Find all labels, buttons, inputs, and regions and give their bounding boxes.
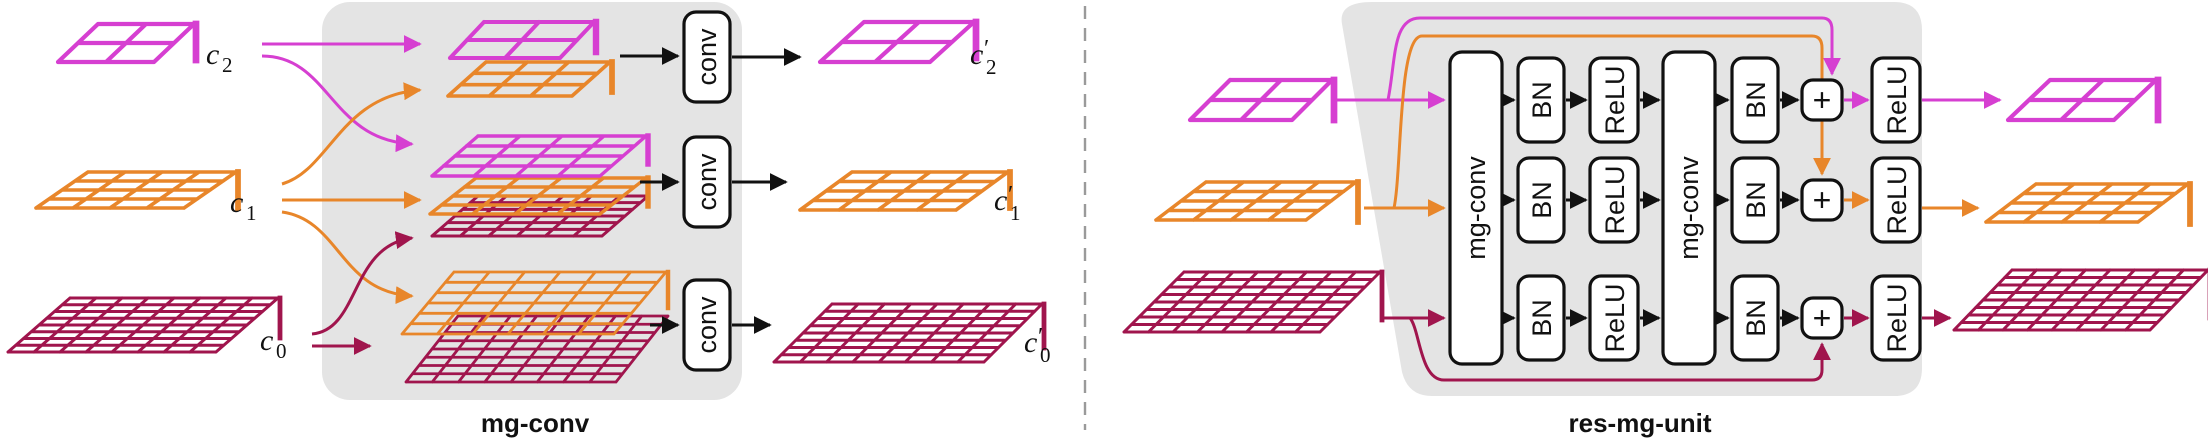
add-node-level2: + — [1800, 78, 1844, 122]
stack-mid-c0 — [430, 194, 650, 238]
svg-text:mg-conv: mg-conv — [1674, 156, 1704, 260]
mg-conv-box-first: mg-conv — [1448, 50, 1504, 366]
res-output-grid-c0 — [1952, 267, 2208, 332]
svg-text:2: 2 — [222, 53, 233, 77]
stack-mid-c2 — [430, 133, 651, 178]
relu-box-first-level2: ReLU — [1588, 56, 1640, 144]
arrow-c1-to-top — [281, 82, 422, 186]
svg-text:ReLU: ReLU — [1882, 165, 1912, 234]
output-label-c0-prime: c ′ 0 — [1024, 324, 1051, 367]
svg-text:BN: BN — [1741, 81, 1771, 119]
svg-text:1: 1 — [246, 201, 257, 225]
res-input-grid-c2 — [1187, 76, 1338, 124]
input-grid-c0 — [6, 295, 283, 354]
bn-box-first-level1: BN — [1516, 156, 1566, 244]
svg-text:′: ′ — [984, 36, 989, 62]
svg-text:ReLU: ReLU — [1882, 65, 1912, 134]
add-node-level1: + — [1800, 178, 1844, 222]
svg-text:ReLU: ReLU — [1600, 283, 1630, 352]
input-grid-c2 — [55, 20, 200, 65]
output-label-c1-prime: c ′ 1 — [994, 182, 1021, 225]
svg-text:c: c — [1024, 326, 1037, 359]
res-mg-unit-caption: res-mg-unit — [1569, 408, 1712, 438]
bn-box-first-level2: BN — [1516, 56, 1566, 144]
mg-conv-box-second: mg-conv — [1661, 50, 1717, 366]
input-label-c1: c 1 — [230, 186, 257, 225]
conv-box-level0: conv — [682, 278, 732, 372]
svg-text:+: + — [1813, 182, 1832, 218]
bn-box-second-level1: BN — [1730, 156, 1780, 244]
stack-bot-c1 — [400, 269, 671, 336]
skip-c1 — [1392, 34, 1831, 209]
svg-text:conv: conv — [692, 153, 722, 211]
bn-box-second-level0: BN — [1730, 274, 1780, 362]
svg-text:c: c — [994, 184, 1007, 217]
svg-text:conv: conv — [692, 28, 722, 86]
bn-box-second-level2: BN — [1730, 56, 1780, 144]
conv-box-level1: conv — [682, 135, 732, 229]
svg-text:0: 0 — [1040, 343, 1051, 367]
add-node-level0: + — [1800, 296, 1844, 340]
input-label-c2: c 2 — [206, 38, 233, 77]
conv-box-level2: conv — [682, 10, 732, 104]
svg-text:2: 2 — [986, 55, 997, 79]
output-grid-c0 — [772, 301, 1047, 364]
res-input-grid-c0 — [1122, 269, 1385, 334]
input-label-c0: c 0 — [260, 324, 287, 363]
svg-text:1: 1 — [1010, 201, 1021, 225]
res-output-grid-c2 — [2005, 76, 2162, 124]
svg-text:′: ′ — [1008, 182, 1013, 208]
svg-text:0: 0 — [276, 339, 287, 363]
relu-box-second-level0: ReLU — [1870, 274, 1922, 362]
svg-text:conv: conv — [692, 296, 722, 354]
input-grid-c1 — [34, 169, 241, 211]
skip-c0 — [1408, 317, 1831, 382]
svg-text:ReLU: ReLU — [1600, 65, 1630, 134]
relu-box-second-level2: ReLU — [1870, 56, 1922, 144]
svg-text:c: c — [970, 38, 983, 71]
output-grid-c2 — [817, 18, 980, 65]
svg-text:ReLU: ReLU — [1600, 165, 1630, 234]
mg-conv-caption: mg-conv — [481, 408, 590, 438]
svg-text:+: + — [1813, 300, 1832, 336]
arrow-c0-to-mid — [311, 231, 414, 336]
stack-top-c2 — [448, 18, 600, 60]
relu-box-first-level1: ReLU — [1588, 156, 1640, 244]
stack-top-c1 — [446, 59, 615, 98]
arrow-c2-to-mid — [261, 54, 414, 153]
svg-text:c: c — [230, 186, 243, 219]
res-output-grid-c1 — [1984, 181, 2193, 227]
svg-text:BN: BN — [1527, 181, 1557, 219]
relu-box-second-level1: ReLU — [1870, 156, 1922, 244]
output-label-c2-prime: c ′ 2 — [970, 36, 997, 79]
relu-box-first-level0: ReLU — [1588, 274, 1640, 362]
svg-text:BN: BN — [1527, 299, 1557, 337]
svg-text:BN: BN — [1527, 81, 1557, 119]
svg-text:ReLU: ReLU — [1882, 283, 1912, 352]
svg-text:mg-conv: mg-conv — [1461, 156, 1491, 260]
bn-box-first-level0: BN — [1516, 274, 1566, 362]
svg-text:c: c — [206, 38, 219, 71]
skip-c2 — [1386, 16, 1841, 101]
output-grid-c1 — [798, 169, 1013, 212]
svg-text:+: + — [1813, 82, 1832, 118]
svg-text:BN: BN — [1741, 181, 1771, 219]
svg-text:BN: BN — [1741, 299, 1771, 337]
res-input-grid-c1 — [1154, 179, 1361, 225]
arrow-c1-to-bot — [281, 210, 414, 305]
svg-text:c: c — [260, 324, 273, 357]
svg-text:′: ′ — [1038, 324, 1043, 350]
